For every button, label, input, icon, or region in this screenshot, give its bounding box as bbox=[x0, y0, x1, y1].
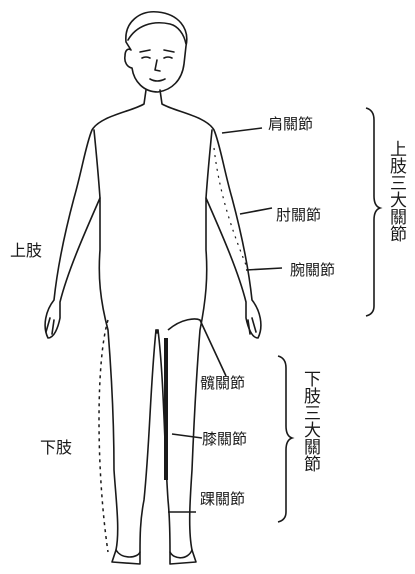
wrist-pointer bbox=[245, 267, 283, 271]
upper-limb-label: 上肢 bbox=[10, 241, 43, 260]
body-outline bbox=[44, 89, 262, 559]
inner-arm-lines bbox=[93, 129, 213, 199]
lower-limb-bracket bbox=[277, 355, 295, 523]
hip-joint-label: 髖關節 bbox=[200, 374, 246, 392]
crotch-line bbox=[155, 329, 159, 334]
lower-limb-label: 下肢 bbox=[40, 438, 73, 457]
feet-detail bbox=[111, 549, 197, 565]
upper-limb-three-joints-label: 上肢三大關節 bbox=[386, 140, 406, 242]
knee-joint-label: 膝關節 bbox=[202, 430, 248, 448]
shoulder-pointer bbox=[221, 127, 263, 134]
head bbox=[124, 11, 188, 93]
lower-limb-three-joints-label: 下肢三大關節 bbox=[300, 370, 320, 472]
wrist-joint-label: 腕關節 bbox=[290, 261, 336, 279]
upper-limb-bracket bbox=[365, 107, 383, 317]
shoulder-joint-label: 肩關節 bbox=[268, 115, 314, 133]
lower-limb-dashed-bracket bbox=[98, 319, 109, 553]
hip-pointer bbox=[167, 318, 227, 377]
upper-arm-dashed-line bbox=[213, 147, 249, 271]
knee-pointer bbox=[171, 433, 203, 439]
elbow-pointer bbox=[239, 207, 273, 215]
hands-detail bbox=[45, 317, 257, 335]
ankle-joint-label: 踝關節 bbox=[200, 490, 246, 508]
elbow-joint-label: 肘關節 bbox=[276, 206, 322, 224]
